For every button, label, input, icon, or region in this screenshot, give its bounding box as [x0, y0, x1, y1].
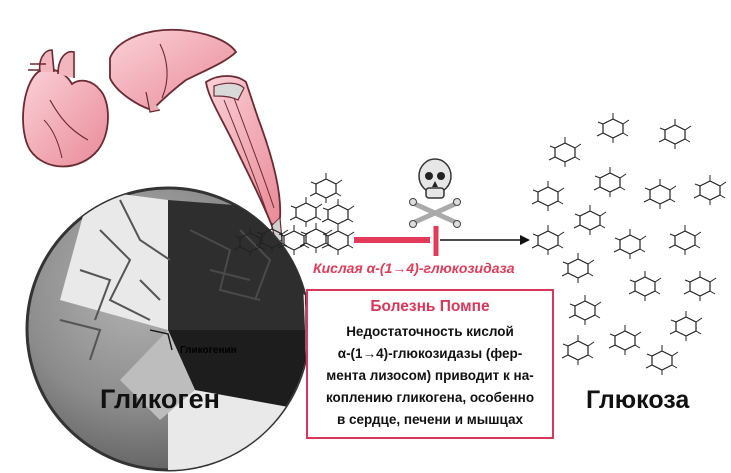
enzyme-label: Кислая α-(1→4)-глюкозидаза [313, 260, 515, 276]
info-line: α-(1→4)-глюкозидазы (фер- [337, 346, 523, 361]
heart-organ-icon [22, 49, 109, 168]
info-box-title: Болезнь Помпе [370, 298, 490, 315]
enzyme-arrow [354, 226, 530, 256]
glycogen-label: Гликоген [100, 384, 220, 414]
info-line: коплению гликогена, особенно [325, 390, 535, 405]
info-line: в сердце, печени и мышцах [336, 412, 524, 427]
liver-organ-icon [109, 28, 238, 113]
info-line: Недостаточность кислой [346, 324, 514, 339]
glucose-label: Глюкоза [586, 386, 690, 414]
glycogenin-label: Гликогенин [180, 345, 237, 356]
pompe-info-box: Болезнь Помпе Недостаточность кислой α-(… [306, 289, 554, 439]
info-line: мента лизосом) приводит к на- [326, 368, 534, 383]
skull-crossbones-icon [409, 158, 461, 228]
glycogen-sphere [25, 186, 311, 472]
glucose-molecules [531, 112, 727, 376]
info-box-body: Недостаточность кислой α-(1→4)-глюкозида… [312, 321, 548, 431]
